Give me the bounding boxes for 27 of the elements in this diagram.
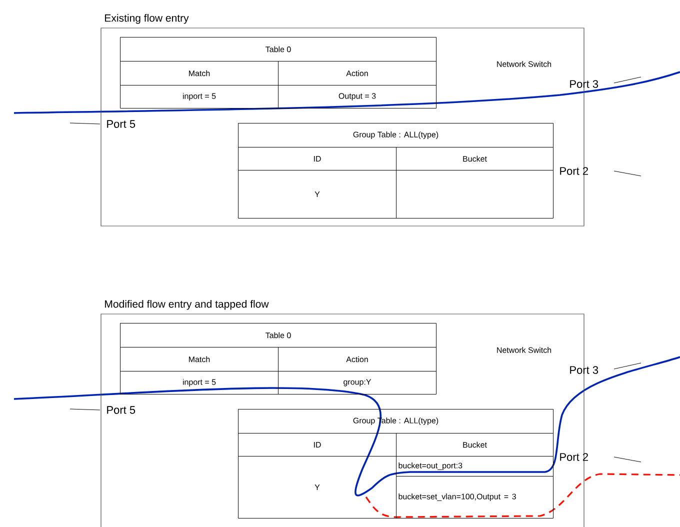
table-cell: Action bbox=[278, 61, 436, 86]
port-label: Port 5 bbox=[107, 406, 136, 414]
table-cell: inport = 5 bbox=[120, 85, 278, 108]
table-cell: Bucket bbox=[396, 147, 554, 170]
table-cell: bucket=set_vlan=100,Output = 3 bbox=[396, 476, 554, 518]
table-cell: ID bbox=[238, 147, 396, 170]
table-cell: Bucket bbox=[396, 433, 554, 456]
empty-cell bbox=[396, 170, 554, 218]
table-cell: Match bbox=[120, 347, 278, 372]
port-label: Port 2 bbox=[560, 453, 588, 461]
port-label: Port 3 bbox=[570, 80, 598, 88]
table-cell: Y bbox=[238, 456, 396, 518]
table-cell: Output = 3 bbox=[278, 85, 436, 108]
table-cell: Match bbox=[120, 61, 278, 86]
table-cell: ID bbox=[238, 433, 396, 456]
port-label: Port 2 bbox=[560, 167, 588, 175]
table-cell: Table 0 bbox=[120, 323, 436, 348]
table-cell: inport = 5 bbox=[120, 371, 278, 394]
table-cell: bucket=out_port:3 bbox=[396, 456, 554, 476]
port-label: Port 5 bbox=[107, 120, 136, 128]
table-cell: Table 0 bbox=[120, 37, 436, 62]
table-cell: Action bbox=[278, 347, 436, 372]
table-cell: group:Y bbox=[278, 371, 436, 394]
node-label: Existing flow entry bbox=[105, 14, 189, 24]
port-label: Port 3 bbox=[570, 366, 598, 374]
table-cell: Group Table : ALL(type) bbox=[238, 123, 554, 148]
table-cell: Y bbox=[238, 170, 396, 218]
